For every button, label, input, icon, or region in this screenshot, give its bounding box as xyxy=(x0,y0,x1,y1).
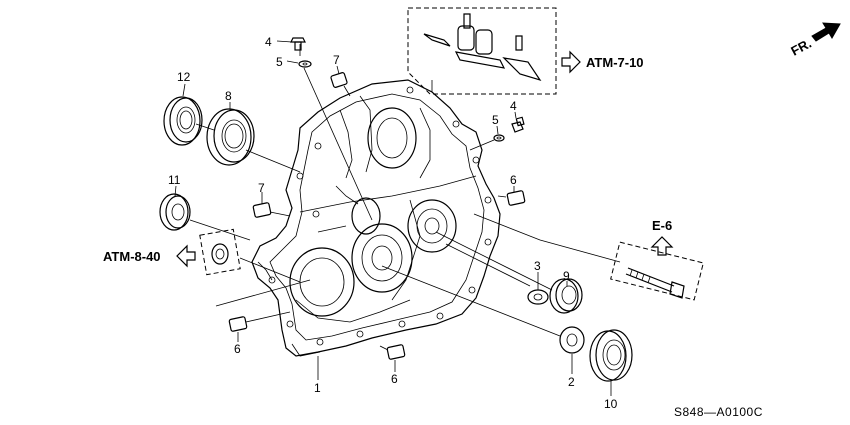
flange-bolt-right xyxy=(511,116,525,133)
dowel-pin-left xyxy=(252,202,272,218)
callout-3: 3 xyxy=(534,259,541,273)
ref-atm-7-10-label: ATM-7-10 xyxy=(586,55,644,70)
solenoid-assembly-box xyxy=(407,7,557,95)
sealing-washer-upper xyxy=(298,60,312,68)
seal-detail-box xyxy=(199,228,241,276)
callout-4-right: 4 xyxy=(510,99,517,113)
transmission-housing xyxy=(251,79,501,357)
callout-11: 11 xyxy=(168,173,181,187)
needle-bearing xyxy=(549,278,583,314)
callout-12: 12 xyxy=(177,70,191,84)
ref-e-6[interactable]: E-6 xyxy=(650,218,674,256)
callout-9: 9 xyxy=(563,269,570,283)
ref-atm-8-40[interactable]: ATM-8-40 xyxy=(103,244,196,268)
callout-7-upper: 7 xyxy=(333,53,340,67)
ball-bearing-upper xyxy=(206,108,255,166)
dowel-pin-upper xyxy=(330,72,348,88)
callout-6-right: 6 xyxy=(510,173,517,187)
arrow-left-icon xyxy=(176,244,196,268)
callout-8: 8 xyxy=(225,89,232,103)
oil-seal-small xyxy=(159,193,191,231)
callout-ticks xyxy=(174,40,612,396)
callout-labels: 1 2 3 4 4 5 5 6 6 6 7 7 8 9 10 11 12 xyxy=(168,35,618,411)
flange-bolt-upper xyxy=(290,37,306,51)
callout-5-right: 5 xyxy=(492,113,499,127)
oil-seal-large xyxy=(163,96,203,146)
leader-lines xyxy=(189,44,621,351)
front-arrow-icon xyxy=(811,22,841,42)
thrust-washer xyxy=(559,326,585,354)
callout-5-upper: 5 xyxy=(276,55,283,69)
diagram-code: S848—A0100C xyxy=(674,405,763,419)
fr-label: FR. xyxy=(788,36,814,59)
long-bolt-assembly xyxy=(610,241,704,301)
ref-atm-7-10[interactable]: ATM-7-10 xyxy=(561,50,644,74)
callout-1: 1 xyxy=(314,381,321,395)
arrow-up-icon xyxy=(650,236,674,256)
front-direction-indicator: FR. xyxy=(788,22,841,59)
sealing-washer-right xyxy=(493,134,505,142)
thrust-shim xyxy=(527,289,549,305)
callout-4-upper: 4 xyxy=(265,35,272,49)
dowel-pin-right xyxy=(506,190,526,206)
callout-6-lower-mid: 6 xyxy=(391,372,398,386)
roller-bearing-large xyxy=(589,329,633,382)
arrow-right-icon xyxy=(561,50,581,74)
callout-7-left: 7 xyxy=(258,181,265,195)
dowel-pin-lower-left xyxy=(228,316,248,332)
callout-2: 2 xyxy=(568,375,575,389)
callout-10: 10 xyxy=(604,397,618,411)
ref-atm-8-40-label: ATM-8-40 xyxy=(103,249,161,264)
callout-6-lower-left: 6 xyxy=(234,342,241,356)
ref-e-6-label: E-6 xyxy=(652,218,672,233)
dowel-pin-lower-mid xyxy=(386,344,406,360)
